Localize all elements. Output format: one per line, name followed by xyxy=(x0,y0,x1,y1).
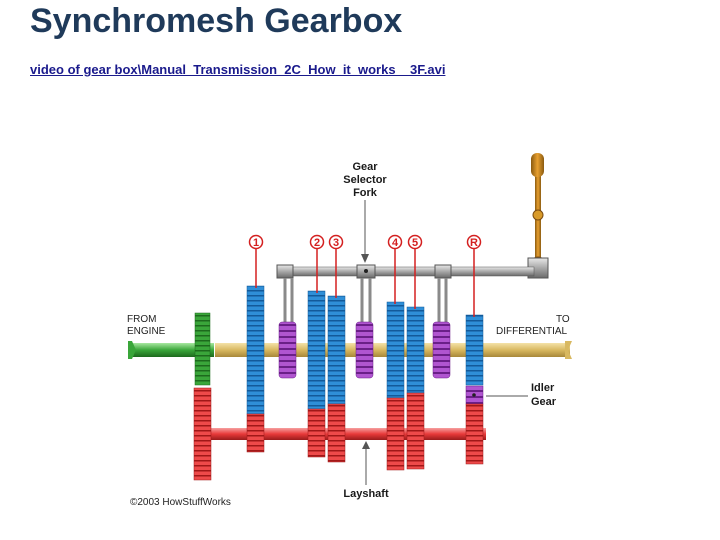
selector-forks xyxy=(283,278,448,322)
layshaft-pointer xyxy=(362,441,370,485)
label-selector-fork-line3: Fork xyxy=(353,187,378,199)
label-idler-line2: Gear xyxy=(531,396,557,408)
label-selector-fork-line2: Selector xyxy=(343,174,387,186)
gear-number-3: 3 xyxy=(333,237,339,249)
label-to-diff-line2: DIFFERENTIAL xyxy=(496,326,568,337)
gear-leader-lines xyxy=(255,249,475,317)
copyright-text: ©2003 HowStuffWorks xyxy=(130,497,231,508)
label-idler-line1: Idler xyxy=(531,382,555,394)
layshaft-gears xyxy=(193,387,484,481)
rail-blocks xyxy=(276,264,452,279)
gear-number-1: 1 xyxy=(253,237,259,249)
label-selector-fork-line1: Gear xyxy=(352,161,378,173)
gear-number-badges: 1 2 3 4 5 R xyxy=(248,234,482,250)
gear-number-5: 5 xyxy=(412,237,418,249)
label-layshaft: Layshaft xyxy=(343,488,389,500)
gear-badge-5: 5 xyxy=(407,234,423,250)
gear-lever xyxy=(527,153,549,279)
gear-badge-3: 3 xyxy=(328,234,344,250)
label-from-engine-line2: ENGINE xyxy=(127,326,166,337)
video-link[interactable]: video of gear box\Manual_Transmission_2C… xyxy=(30,62,446,77)
input-gear xyxy=(194,312,211,386)
gear-badge-r: R xyxy=(466,234,482,250)
synchro-collars xyxy=(278,321,451,379)
label-from-engine-line1: FROM xyxy=(127,314,156,325)
gear-number-2: 2 xyxy=(314,237,320,249)
fork-pointer xyxy=(361,200,369,263)
gear-badge-2: 2 xyxy=(309,234,325,250)
input-shaft xyxy=(132,343,214,357)
gear-number-r: R xyxy=(470,237,478,249)
gear-badge-1: 1 xyxy=(248,234,264,250)
gear-number-4: 4 xyxy=(392,237,399,249)
label-to-diff-line1: TO xyxy=(556,314,570,325)
slide-title: Synchromesh Gearbox xyxy=(30,2,403,40)
gear-badge-4: 4 xyxy=(387,234,403,250)
